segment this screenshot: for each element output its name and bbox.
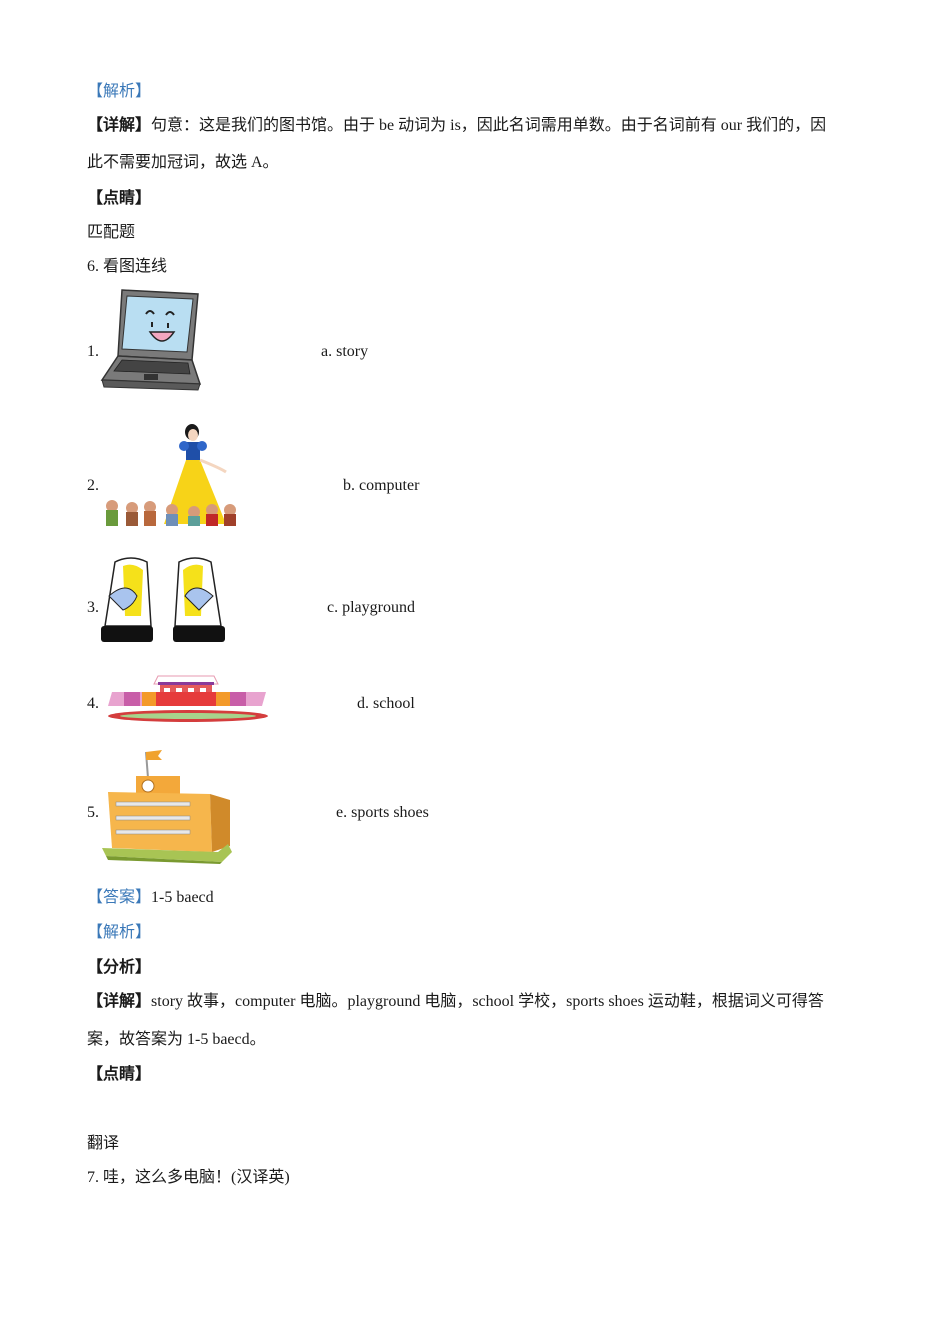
school-building-icon bbox=[102, 748, 232, 864]
detail-paragraph-line2: 此不需要加冠词，故选 A。 bbox=[87, 154, 279, 171]
analysis-label: 【解析】 bbox=[87, 83, 152, 100]
answer-label: 【答案】 bbox=[87, 889, 152, 906]
detail-paragraph-line1: 【详解】句意：这是我们的图书馆。由于 be 动词为 is，因此名词需用单数。由于… bbox=[87, 116, 826, 136]
item-number-4: 4. bbox=[87, 695, 99, 712]
item-number-5: 5. bbox=[87, 804, 99, 821]
analysis-label-2: 【解析】 bbox=[87, 924, 152, 941]
playground-stadium-icon bbox=[106, 670, 270, 724]
item-number-3: 3. bbox=[87, 599, 99, 616]
section-title-matching: 匹配题 bbox=[87, 224, 136, 241]
fenxi-label: 【分析】 bbox=[87, 959, 152, 976]
option-c: c. playground bbox=[327, 599, 415, 616]
option-b: b. computer bbox=[343, 477, 420, 494]
answer-line: 【答案】1-5 baecd bbox=[87, 888, 214, 908]
item-number-2: 2. bbox=[87, 477, 99, 494]
sports-shoes-icon bbox=[101, 556, 225, 644]
question-7: 7. 哇，这么多电脑！(汉译英) bbox=[87, 1169, 290, 1186]
tip-label: 【点睛】 bbox=[87, 190, 152, 207]
detail-label: 【详解】 bbox=[87, 117, 152, 134]
detail-paragraph-2-line2: 案，故答案为 1-5 baecd。 bbox=[87, 1031, 266, 1048]
snow-white-and-dwarfs-icon bbox=[102, 420, 240, 526]
section-title-translation: 翻译 bbox=[87, 1135, 120, 1152]
detail-paragraph-2-line1: 【详解】story 故事，computer 电脑。playground 电脑，s… bbox=[87, 992, 824, 1012]
question-6: 6. 看图连线 bbox=[87, 258, 168, 275]
option-a: a. story bbox=[321, 343, 369, 360]
option-e: e. sports shoes bbox=[336, 804, 429, 821]
answer-value: 1-5 baecd bbox=[151, 889, 214, 906]
item-number-1: 1. bbox=[87, 343, 99, 360]
tip-label-2: 【点睛】 bbox=[87, 1066, 152, 1083]
option-d: d. school bbox=[357, 695, 415, 712]
detail-text-2: story 故事，computer 电脑。playground 电脑，schoo… bbox=[151, 993, 824, 1010]
laptop-computer-icon bbox=[100, 288, 202, 392]
detail-text: 句意：这是我们的图书馆。由于 be 动词为 is，因此名词需用单数。由于名词前有… bbox=[151, 117, 827, 134]
detail-label-2: 【详解】 bbox=[87, 993, 152, 1010]
